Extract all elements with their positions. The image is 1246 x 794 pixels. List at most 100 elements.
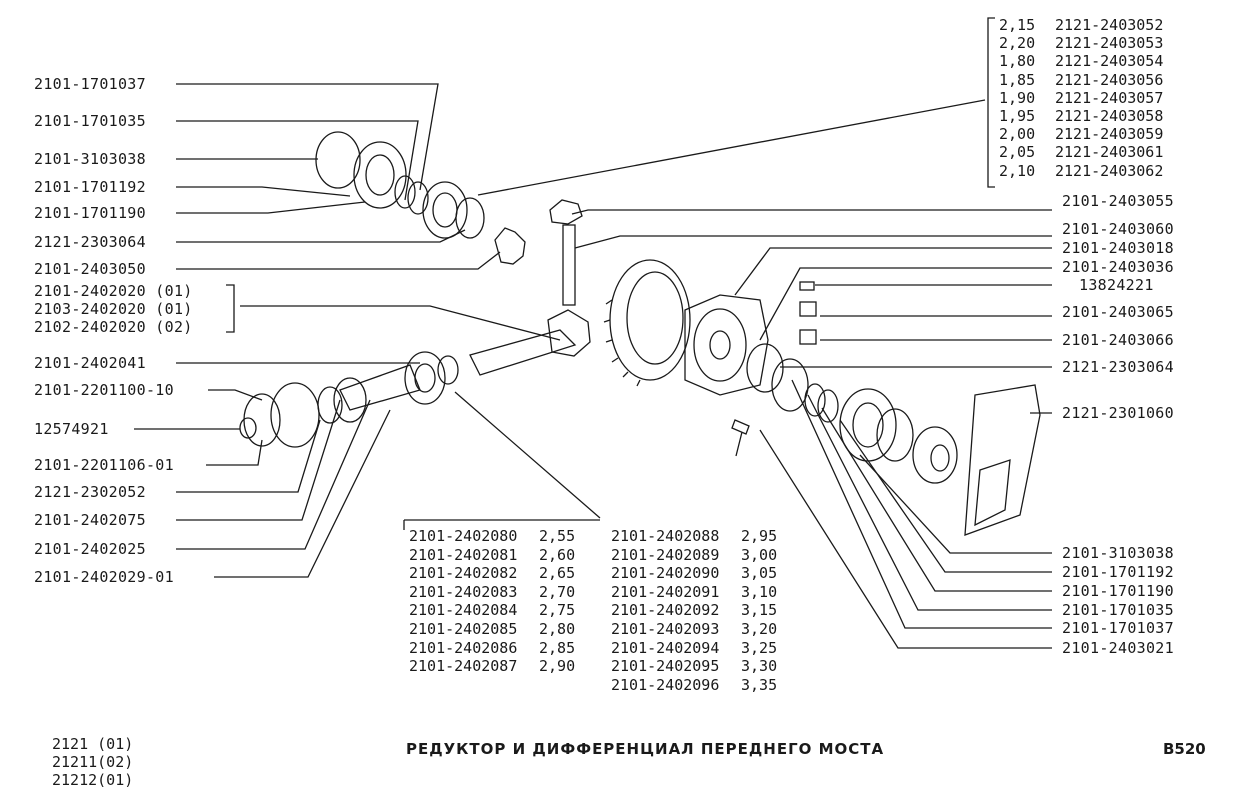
leader-line	[176, 120, 419, 201]
part-label: 2101-3103038	[1062, 544, 1174, 562]
part-label: 2101-2403055	[1062, 192, 1174, 210]
part-label: 2101-2402020 (01)	[34, 282, 193, 300]
part-number: 2121-2403052	[1055, 16, 1164, 34]
bracket	[403, 519, 600, 530]
part-number: 2121-2403059	[1055, 125, 1164, 144]
part-number: 2101-2402094	[611, 638, 720, 657]
thickness: 2,65	[539, 564, 576, 583]
part-number: 2101-2402095	[611, 657, 720, 676]
part-label: 2101-2402041	[34, 354, 146, 372]
part-label: 2101-2402025	[34, 540, 146, 558]
part-label: 2101-1701035	[1062, 601, 1174, 619]
part-label: 2101-1701037	[34, 75, 146, 93]
part-number: 2101-2402088	[611, 527, 720, 545]
shim-row: 2101-2402096 3,35	[611, 676, 801, 695]
part-label: 2101-1701192	[1062, 563, 1174, 581]
shim-row: 2101-2402093 3,20	[611, 620, 801, 639]
part-label: 2101-2403021	[1062, 639, 1174, 657]
leader-line	[454, 391, 601, 519]
thickness: 2,60	[539, 545, 576, 564]
leader-line	[176, 399, 341, 521]
shim-row: 2101-2402090 3,05	[611, 564, 801, 583]
part-number: 2121-2403057	[1055, 88, 1164, 107]
thickness: 2,70	[539, 582, 576, 601]
shim-row: 1,85 2121-2403056	[999, 71, 1163, 89]
leader-line	[176, 399, 371, 550]
thickness: 2,75	[539, 601, 576, 620]
thickness: 1,85	[999, 70, 1036, 89]
bracket	[987, 17, 995, 188]
leader-line	[176, 186, 351, 197]
leader-line	[791, 379, 1052, 629]
thickness: 2,95	[741, 527, 778, 545]
part-number: 2121-2403056	[1055, 70, 1164, 89]
model-item: 21211(02)	[52, 753, 134, 771]
part-label: 2101-2201100-10	[34, 381, 174, 399]
part-label: 2121-2303064	[34, 233, 146, 251]
thickness: 3,25	[741, 638, 778, 657]
thickness: 3,05	[741, 564, 778, 583]
part-label: 2102-2402020 (02)	[34, 318, 193, 336]
part-label: 2101-2403060	[1062, 220, 1174, 238]
part-number: 2101-2402093	[611, 619, 720, 638]
thickness: 3,15	[741, 601, 778, 620]
shim-row: 2101-2402083 2,70	[409, 583, 599, 602]
thickness: 1,95	[999, 107, 1036, 126]
part-label: 2101-1701190	[1062, 582, 1174, 600]
thickness: 2,80	[539, 619, 576, 638]
shim-row: 2101-2402082 2,65	[409, 564, 599, 583]
shim-row: 2101-2402084 2,75	[409, 601, 599, 620]
leader-line	[206, 439, 263, 466]
part-label: 2101-2403036	[1062, 258, 1174, 276]
part-number: 2101-2402087	[409, 657, 518, 676]
part-number: 2101-2402083	[409, 582, 518, 601]
part-label: 13824221	[1079, 276, 1154, 294]
part-number: 2101-2402082	[409, 564, 518, 583]
leader-line	[176, 201, 366, 214]
leader-line	[240, 305, 561, 341]
thickness: 2,05	[999, 143, 1036, 162]
part-label: 2101-2403065	[1062, 303, 1174, 321]
part-label: 2101-2403018	[1062, 239, 1174, 257]
leader-line	[176, 251, 501, 270]
part-number: 2121-2403062	[1055, 161, 1164, 180]
part-label: 2101-2403050	[34, 260, 146, 278]
shim-row: 2101-2402092 3,15	[611, 601, 801, 620]
part-number: 2101-2402086	[409, 638, 518, 657]
shim-row: 2101-2402086 2,85	[409, 639, 599, 658]
part-label: 2101-1701190	[34, 204, 146, 222]
leader-line	[477, 99, 986, 196]
thickness: 2,15	[999, 16, 1036, 34]
part-number: 2101-2402084	[409, 601, 518, 620]
bracket	[226, 284, 235, 333]
part-number: 2101-2402092	[611, 601, 720, 620]
leader-line	[208, 389, 263, 401]
thickness: 2,85	[539, 638, 576, 657]
part-number: 2101-2402089	[611, 545, 720, 564]
shim-row: 2,15 2121-2403052	[999, 16, 1163, 34]
part-number: 2121-2403058	[1055, 107, 1164, 126]
thickness: 3,20	[741, 619, 778, 638]
shim-row: 2101-2402088 2,95	[611, 527, 801, 546]
part-label: 2121-2303064	[1062, 358, 1174, 376]
thickness: 3,35	[741, 675, 778, 694]
part-number: 2101-2402090	[611, 564, 720, 583]
leader-line	[176, 419, 321, 493]
part-number: 2101-2402096	[611, 675, 720, 694]
page-code: B520	[1163, 740, 1206, 758]
model-item: 21212(01)	[52, 771, 134, 789]
leader-line	[574, 235, 1052, 249]
leader-line	[734, 247, 1052, 296]
